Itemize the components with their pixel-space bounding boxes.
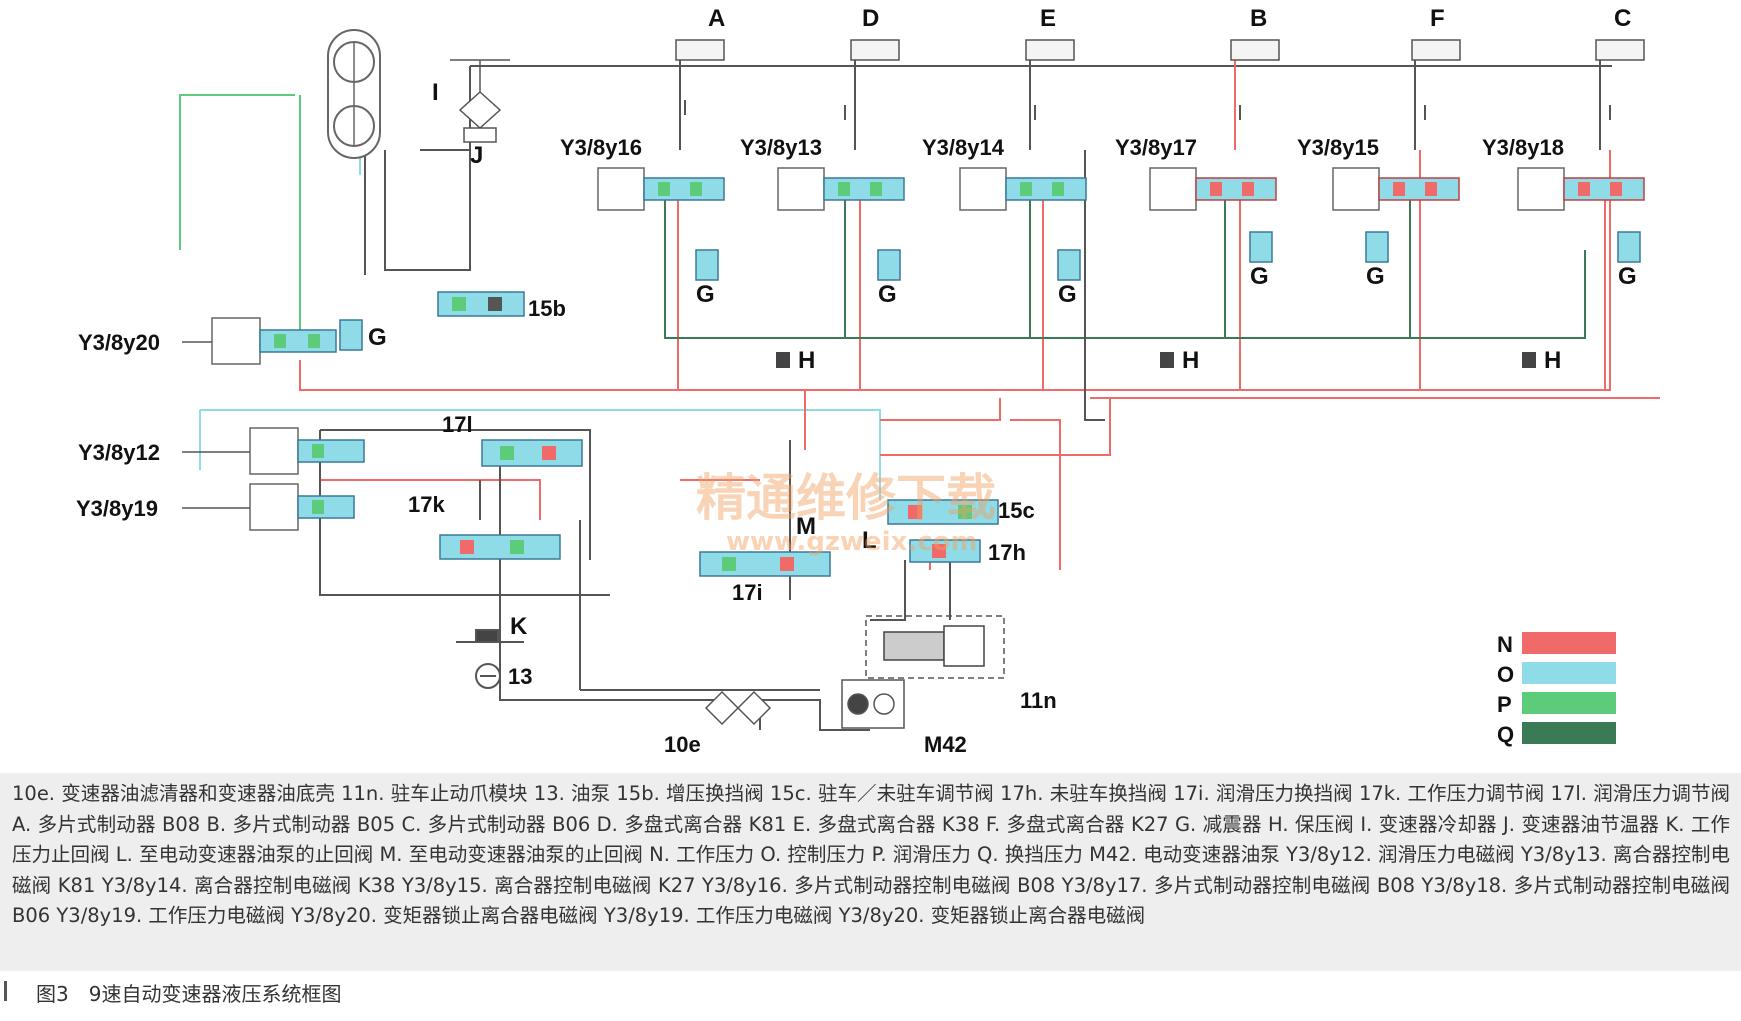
label-D: D (862, 5, 879, 32)
electric-pump (841, 679, 905, 729)
filter-10e-label: 10e (664, 732, 701, 757)
spool-valve (439, 534, 561, 560)
solenoid-valve (959, 167, 1087, 211)
oil-filter (704, 690, 772, 726)
legend-swatch-N (1522, 632, 1616, 654)
watermark-url: www.gzweix.com (726, 527, 978, 557)
color-legend: N O P Q (1497, 632, 1616, 747)
solenoid-valve (249, 427, 365, 475)
valve-label-y17: Y3/8y17 (1115, 135, 1197, 160)
legend-label-O: O (1497, 662, 1514, 687)
hold-valve-label: H (1182, 347, 1199, 374)
transmission-cooler (450, 59, 510, 143)
figure-title: 图3 9速自动变速器液压系统框图 (36, 982, 342, 1006)
legend-label-P: P (1497, 692, 1512, 717)
spool-valve (481, 439, 583, 467)
dampers (339, 231, 1641, 351)
left-valve-labels: Y3/8y20 Y3/8y12 Y3/8y19 (76, 330, 160, 521)
pressure-chamber-labels: A D E B F C (708, 5, 1631, 32)
hold-valve-label: H (1544, 347, 1561, 374)
valve-label-y20: Y3/8y20 (78, 330, 160, 355)
solenoid-valve (249, 483, 355, 531)
hold-valve-label: H (798, 347, 815, 374)
top-solenoid-valves (597, 167, 1645, 211)
spool-valve (887, 499, 999, 525)
legend-swatch-O (1522, 662, 1616, 684)
pump-13-label: 13 (508, 664, 532, 689)
spool-valve (699, 551, 831, 577)
park-module-11n-label: 11n (1020, 688, 1057, 713)
legend-label-Q: Q (1497, 722, 1514, 747)
valve-label-17k: 17k (408, 492, 445, 517)
solenoid-valve (597, 167, 725, 211)
hold-valve-labels: H H H (798, 347, 1561, 374)
leader-lines (182, 341, 250, 509)
watermark-title: 精通维修下载 (696, 469, 996, 527)
torque-converter (327, 29, 381, 159)
valve-label-y16: Y3/8y16 (560, 135, 642, 160)
solenoid-valve (1149, 167, 1277, 211)
valve-label-17h: 17h (988, 540, 1026, 565)
damper-label: G (878, 281, 897, 308)
title-marker (4, 981, 7, 1001)
label-F: F (1430, 5, 1445, 32)
check-valve-M-label: M (796, 513, 816, 540)
legend-swatch-P (1522, 692, 1616, 714)
damper-label: G (368, 324, 387, 351)
legend-swatch-Q (1522, 722, 1616, 744)
label-E: E (1040, 5, 1056, 32)
damper-label: G (1058, 281, 1077, 308)
center-valves (437, 291, 999, 577)
check-valve-K-label: K (510, 613, 528, 640)
solenoid-valve (1332, 167, 1460, 211)
hydraulic-system-diagram: A D E B F C (76, 5, 1660, 757)
thermostat-label: J (470, 142, 483, 169)
damper-label: G (1366, 263, 1385, 290)
watermark: 精通维修下载 www.gzweix.com (696, 469, 996, 557)
damper-labels: G G G G G G G (368, 263, 1637, 351)
oil-pump (475, 663, 501, 689)
hold-valves (776, 352, 1536, 368)
cooler-label: I (432, 79, 439, 106)
left-solenoid-valves (211, 317, 365, 531)
parking-pawl-module (865, 615, 1005, 679)
top-valve-labels: Y3/8y16 Y3/8y13 Y3/8y14 Y3/8y17 Y3/8y15 … (560, 135, 1564, 160)
valve-label-y18: Y3/8y18 (1482, 135, 1564, 160)
damper-label: G (1250, 263, 1269, 290)
center-valve-labels: 15b 17l 17k 15c 17h 17i M L (408, 296, 1035, 605)
label-A: A (708, 5, 725, 32)
valve-label-y12: Y3/8y12 (78, 440, 160, 465)
work-pressure-check-valve (456, 629, 524, 643)
valve-label-15c: 15c (998, 498, 1035, 523)
caption-text: 10e. 变速器油滤清器和变速器油底壳 11n. 驻车止动爪模块 13. 油泵 … (12, 782, 1730, 927)
damper-label: G (1618, 263, 1637, 290)
pressure-chambers (675, 39, 1645, 61)
caption-box: 10e. 变速器油滤清器和变速器油底壳 11n. 驻车止动爪模块 13. 油泵 … (0, 773, 1741, 971)
solenoid-valve (211, 317, 337, 365)
valve-label-15b: 15b (528, 296, 566, 321)
valve-label-y14: Y3/8y14 (922, 135, 1005, 160)
solenoid-valve (1517, 167, 1645, 211)
label-C: C (1614, 5, 1631, 32)
valve-label-y13: Y3/8y13 (740, 135, 822, 160)
valve-label-17l: 17l (442, 412, 473, 437)
damper-label: G (696, 281, 715, 308)
check-valve-L-label: L (862, 527, 877, 554)
label-B: B (1250, 5, 1267, 32)
hydraulic-lines (179, 60, 1660, 731)
valve-label-17i: 17i (732, 580, 763, 605)
spool-valve (437, 291, 525, 317)
solenoid-valve (777, 167, 905, 211)
legend-label-N: N (1497, 632, 1513, 657)
valve-label-y15: Y3/8y15 (1297, 135, 1379, 160)
figure-title-row: 图3 9速自动变速器液压系统框图 (0, 978, 700, 1008)
valve-label-y19: Y3/8y19 (76, 496, 158, 521)
spool-valve (909, 539, 981, 563)
pump-M42-label: M42 (924, 732, 967, 757)
